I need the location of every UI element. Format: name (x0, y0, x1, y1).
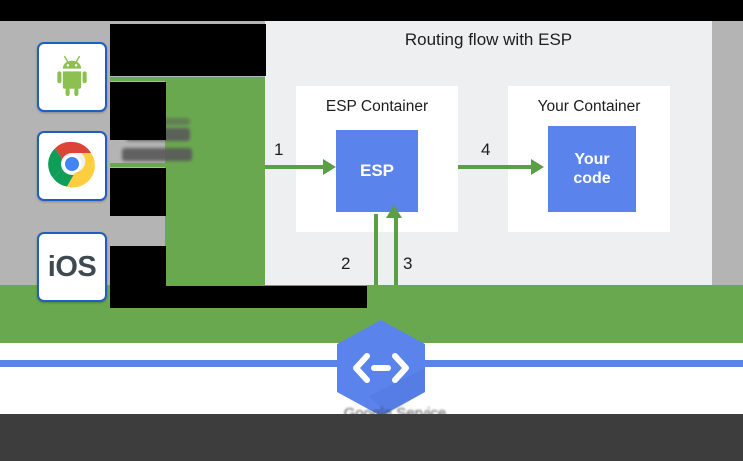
client-connector-line-1 (110, 77, 270, 81)
client-card-android[interactable] (37, 42, 107, 112)
occlusion-bar-b (110, 82, 166, 140)
client-connector-line-3 (110, 262, 270, 266)
arrow-1-head-icon (323, 159, 336, 175)
esp-box: ESP (336, 130, 418, 212)
occlusion-bar-a (110, 24, 266, 76)
occlusion-bar-top (0, 0, 743, 21)
arrow-1-number: 1 (274, 140, 284, 159)
arrow-3-number: 3 (403, 254, 413, 273)
arrow-4-line (458, 165, 531, 169)
bottom-dark-band (0, 414, 743, 461)
arrow-4-number: 4 (481, 140, 491, 159)
your-container: Your Container Your code (508, 86, 670, 232)
arrow-3-line (394, 218, 398, 334)
ios-text-icon: iOS (47, 250, 97, 283)
your-code-box: Your code (548, 126, 636, 212)
occlusion-bar-c (110, 168, 166, 216)
arrow-4-head-icon (531, 159, 544, 175)
arrow-2-number: 2 (341, 254, 351, 273)
client-connector-line-2 (110, 163, 270, 167)
api-code-hexagon-icon (337, 320, 425, 416)
client-card-chrome[interactable] (37, 131, 107, 201)
esp-container: ESP Container ESP (296, 86, 458, 232)
green-client-block (165, 80, 267, 286)
esp-container-label: ESP Container (325, 98, 429, 115)
chrome-browser-icon (48, 140, 96, 193)
blurred-text-fragment-2 (122, 148, 192, 161)
client-card-ios[interactable]: iOS (37, 232, 107, 302)
occlusion-bar-e (110, 286, 367, 308)
arrow-2-line (374, 214, 378, 334)
blurred-text-fragment-3 (148, 118, 190, 125)
diagram-title: Routing flow with ESP (404, 30, 573, 49)
occlusion-bar-d (110, 246, 166, 286)
right-gray-background (712, 20, 743, 285)
your-container-label: Your Container (537, 98, 641, 115)
your-code-line2: code (573, 170, 611, 187)
your-code-line1: Your (574, 150, 610, 168)
arrow-1-line (265, 165, 323, 169)
android-robot-icon (50, 53, 94, 102)
arrow-3-head-icon (386, 205, 402, 218)
